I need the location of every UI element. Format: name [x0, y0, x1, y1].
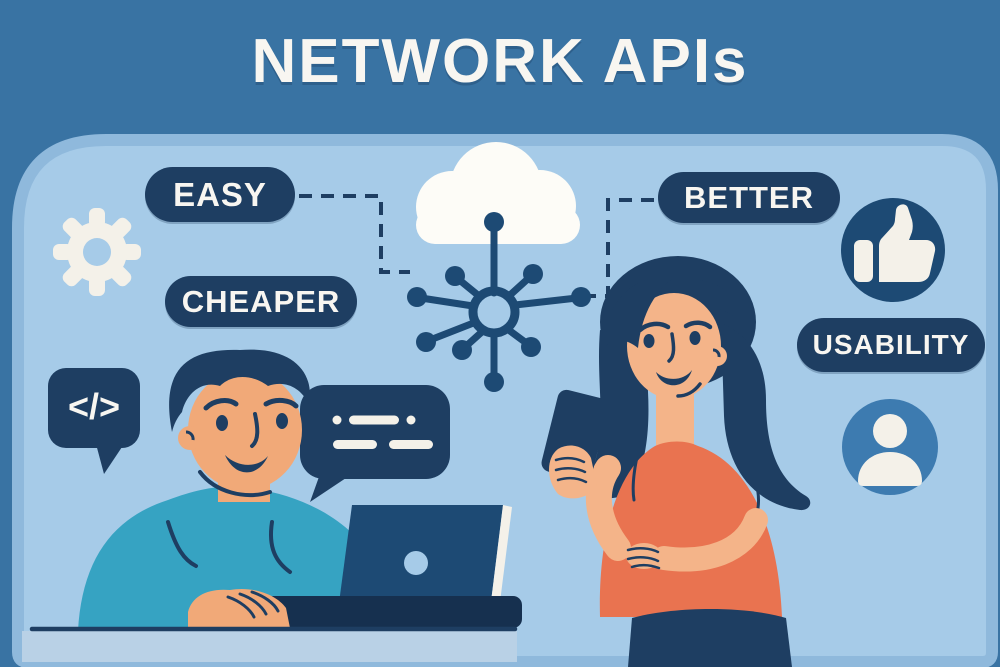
speech-bubble-icon — [300, 385, 450, 502]
network-hub-icon — [407, 212, 591, 392]
poster-title: NETWORK APIs — [251, 27, 749, 96]
label-better: BETTER — [658, 172, 840, 223]
label-usability: USABILITY — [797, 318, 985, 372]
desk — [22, 626, 518, 662]
man-typing-on-laptop — [78, 349, 390, 631]
laptop — [188, 505, 522, 628]
user-icon — [842, 399, 938, 495]
gear-icon — [53, 208, 141, 296]
code-bubble-icon — [48, 368, 140, 474]
code-icon: </> — [67, 386, 121, 427]
dashed-connector-left — [299, 194, 410, 274]
thumbs-up-icon — [841, 198, 945, 302]
label-cheaper: CHEAPER — [165, 276, 357, 327]
label-easy: EASY — [145, 167, 295, 222]
dashed-connector-right — [590, 198, 654, 298]
woman-holding-phone — [541, 256, 811, 667]
